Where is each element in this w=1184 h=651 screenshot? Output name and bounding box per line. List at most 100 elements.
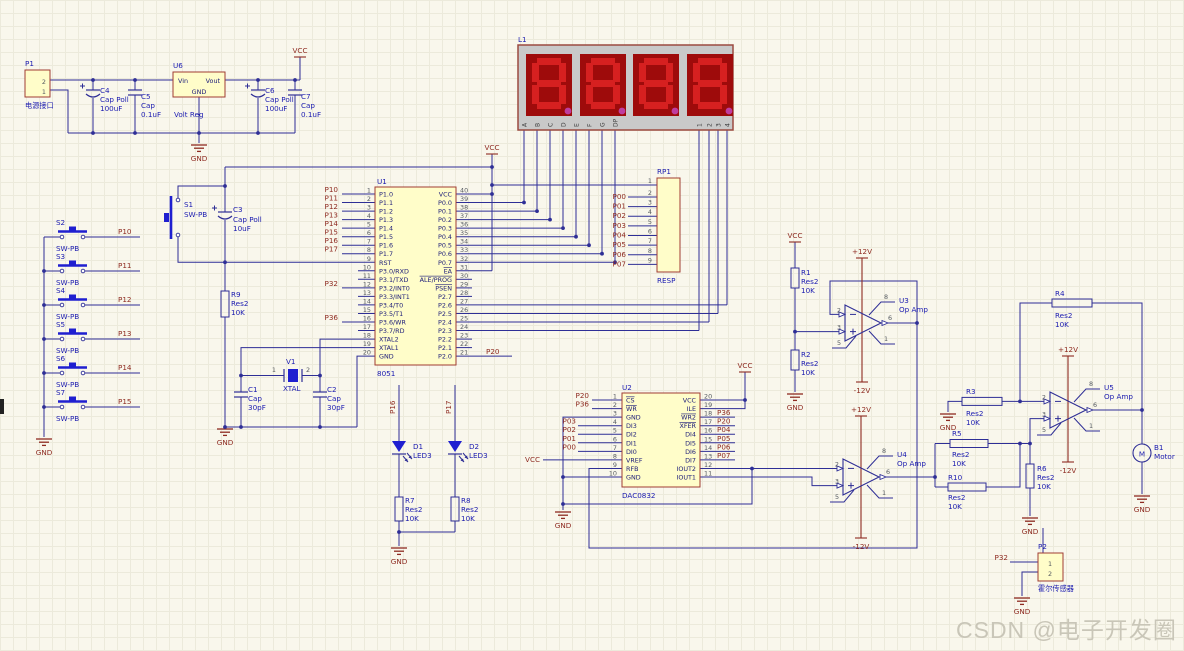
junction-dot <box>91 131 95 135</box>
u1-mcu <box>374 186 457 366</box>
button-lib: SW-PB <box>56 414 79 423</box>
u2-pin-name: VREF <box>626 456 643 464</box>
opamp-pin: 1 <box>882 489 886 497</box>
u6-pin-gnd: GND <box>192 88 207 96</box>
opamp-pin: 8 <box>882 447 886 455</box>
wire <box>1019 302 1052 402</box>
c7-ref: C7 <box>301 92 311 101</box>
u1-pin-number: 38 <box>460 204 468 212</box>
c3-lib: Cap Poll <box>233 215 262 224</box>
power-label: -12V <box>1060 466 1077 475</box>
r10-body <box>947 482 987 492</box>
u1-pin-number: 3 <box>367 204 371 212</box>
c6-lib: Cap Poll <box>265 95 294 104</box>
u1-pin-name: ALE/PROG <box>420 276 452 284</box>
junction-dot <box>1018 441 1022 446</box>
res-lib: Res2 <box>405 505 422 514</box>
gnd-r2 <box>787 393 803 402</box>
c1-ref: C1 <box>248 385 258 394</box>
r5-lib: Res2 <box>952 450 969 459</box>
r8-body <box>450 496 460 522</box>
button-ref: S3 <box>56 252 65 261</box>
u1-pin-name: P3.0/RXD <box>379 267 409 275</box>
p2-desc: 霍尔传感器 <box>1038 584 1074 593</box>
u1-pin-number: 17 <box>363 323 371 331</box>
wire <box>986 443 1021 488</box>
led-value: LED3 <box>413 451 432 460</box>
u6-ref: U6 <box>173 61 183 70</box>
r10-ref: R10 <box>948 473 963 482</box>
wire <box>829 280 918 323</box>
u1-pin-name: P2.7 <box>438 293 452 301</box>
r7-body <box>394 496 404 522</box>
wire <box>177 185 225 198</box>
junction-dot <box>915 321 919 325</box>
u5-ref: U5 <box>1104 383 1114 392</box>
junction-dot <box>256 131 260 135</box>
button-ref: S4 <box>56 286 66 295</box>
u2-pin-number: 12 <box>704 461 712 469</box>
u2-pin-name: RFB <box>626 465 639 473</box>
u2-pin-number: 19 <box>704 401 712 409</box>
c7-value: 0.1uF <box>301 110 321 119</box>
net-label: P07 <box>717 451 730 460</box>
u1-pin-name: P2.6 <box>438 301 452 309</box>
display-seg-pin: C <box>548 123 555 127</box>
u1-pin-number: 1 <box>367 187 371 195</box>
u2-pin-name: VCC <box>683 397 697 405</box>
u2-pin-name: DI7 <box>685 456 696 464</box>
junction-dot <box>535 209 539 214</box>
u2-pin-number: 11 <box>704 470 712 478</box>
u2-pin-name: GND <box>626 474 641 482</box>
u2-pin-name: DI1 <box>626 439 637 447</box>
r2-body <box>790 349 800 371</box>
u2-pin-number: 20 <box>704 393 712 401</box>
net-label: P00 <box>563 442 577 451</box>
net-label: P12 <box>325 202 338 211</box>
button-ref: S5 <box>56 320 65 329</box>
decimal-point <box>618 107 626 115</box>
wire <box>947 400 962 412</box>
r2-ref: R2 <box>801 350 811 359</box>
r5-body <box>949 439 989 448</box>
gnd-label: GND <box>555 521 572 530</box>
s1-ref: S1 <box>184 200 193 209</box>
u1-pin-number: 29 <box>460 280 468 288</box>
junction-dot <box>1028 441 1032 446</box>
u2-pin-name: WR <box>626 405 637 413</box>
opamp-pin: 6 <box>888 314 892 322</box>
junction-dot <box>318 425 322 429</box>
junction-dot <box>42 337 46 341</box>
r5-value: 10K <box>952 459 966 468</box>
opamp-pin: 5 <box>837 339 841 347</box>
net-label: P15 <box>118 397 131 406</box>
u1-pin-number: 21 <box>460 349 468 357</box>
r4-lib: Res2 <box>1055 311 1072 320</box>
u1-pin-number: 6 <box>367 229 371 237</box>
u2-dac <box>621 392 701 488</box>
u1-pin-name: P1.0 <box>379 191 393 199</box>
p2-pin: 1 <box>1048 560 1052 568</box>
net-label: P04 <box>717 425 731 434</box>
opamp-pin: 1 <box>1089 422 1093 430</box>
p1-desc: 电源接口 <box>25 101 54 110</box>
u2-pin-number: 13 <box>704 452 712 460</box>
u3-opamp <box>844 304 883 342</box>
u1-pin-name: P3.3/INT1 <box>379 293 410 301</box>
net-label: P03 <box>563 417 576 426</box>
opamp-pin: 3 <box>1042 411 1046 419</box>
u1-pin-name: P2.1 <box>438 344 452 352</box>
u1-pin-number: 27 <box>460 297 468 305</box>
r9-lib: Res2 <box>231 299 248 308</box>
button-lib: SW-PB <box>56 312 79 321</box>
wire <box>1029 418 1050 444</box>
r4-body <box>1051 298 1093 308</box>
led-symbol <box>448 441 462 452</box>
junction-dot <box>42 269 46 273</box>
net-label: P14 <box>325 219 339 228</box>
junction-dot <box>1018 399 1022 404</box>
junction-dot <box>223 184 227 188</box>
u6-regulator <box>172 71 226 98</box>
r3-ref: R3 <box>966 387 976 396</box>
gnd-r3 <box>940 413 956 422</box>
